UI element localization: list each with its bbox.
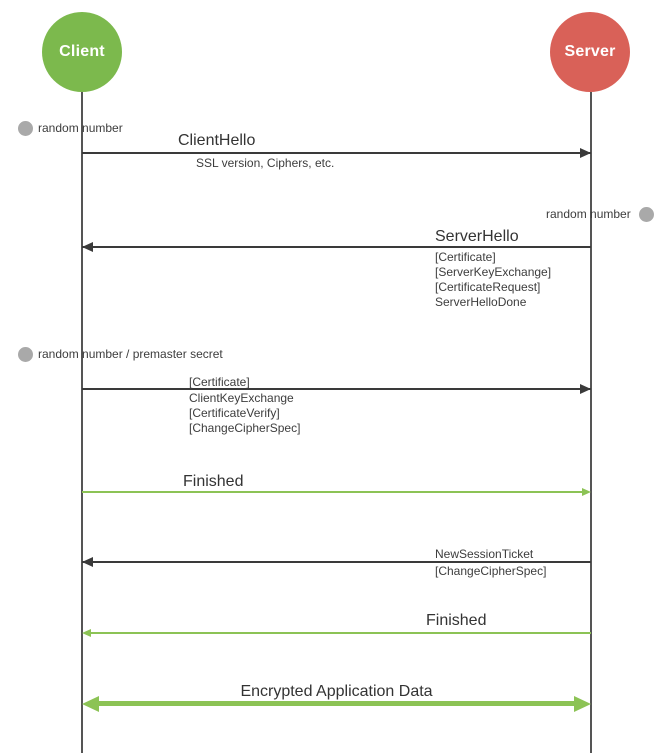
message-label-finished-client: Finished xyxy=(183,473,244,490)
message-line-clienthello xyxy=(82,152,591,154)
arrowhead-left-icon xyxy=(82,696,99,712)
message-line-serverhello xyxy=(82,246,591,248)
random-number-annotation: random number xyxy=(546,207,631,221)
random-number-dot xyxy=(18,347,33,362)
arrowhead-right-icon xyxy=(582,488,591,496)
arrowhead-left-icon xyxy=(82,557,93,567)
message-sublabel-changecipherspec: [ChangeCipherSpec] xyxy=(189,421,301,435)
message-sublabel-changecipherspec: [ChangeCipherSpec] xyxy=(435,564,547,578)
client-actor: Client xyxy=(42,12,122,92)
message-sublabel-clientkeyexchange: ClientKeyExchange xyxy=(189,391,294,405)
server-actor: Server xyxy=(550,12,630,92)
message-label-clienthello: ClientHello xyxy=(178,132,256,149)
message-line-finished-client xyxy=(82,491,585,493)
message-sublabels-serverhello: [Certificate] [ServerKeyExchange] [Certi… xyxy=(435,250,551,310)
random-number-dot xyxy=(639,207,654,222)
message-sublabel-serverkeyexchange: [ServerKeyExchange] xyxy=(435,265,552,279)
message-sublabel-certificateverify: [CertificateVerify] xyxy=(189,406,280,420)
message-line-client-certificate xyxy=(82,388,591,390)
random-number-annotation: random number xyxy=(38,121,123,135)
server-lifeline xyxy=(590,92,592,753)
message-sublabel-certificaterequest: [CertificateRequest] xyxy=(435,280,541,294)
message-label-finished-server: Finished xyxy=(426,612,487,629)
arrowhead-left-icon xyxy=(82,242,93,252)
message-sublabel-certificate: [Certificate] xyxy=(435,250,496,264)
message-line-encrypted-data xyxy=(93,701,580,706)
message-label-encrypted-data: Encrypted Application Data xyxy=(240,683,433,700)
message-label-serverhello: ServerHello xyxy=(435,228,519,245)
message-sublabel-ssl-version: SSL version, Ciphers, etc. xyxy=(196,156,335,170)
message-line-newsessionticket xyxy=(82,561,591,563)
message-sublabel-serverhellodone: ServerHelloDone xyxy=(435,295,527,309)
message-label-newsessionticket: NewSessionTicket xyxy=(435,547,534,561)
message-line-finished-server xyxy=(88,632,591,634)
arrowhead-right-icon xyxy=(580,148,591,158)
arrowhead-left-icon xyxy=(82,629,91,637)
client-actor-label: Client xyxy=(59,43,105,60)
premaster-secret-annotation: random number / premaster secret xyxy=(38,347,223,361)
server-actor-label: Server xyxy=(564,43,616,60)
arrowhead-right-icon xyxy=(580,384,591,394)
random-number-dot xyxy=(18,121,33,136)
message-sublabels-client-certificate: ClientKeyExchange [CertificateVerify] [C… xyxy=(189,391,300,436)
arrowhead-right-icon xyxy=(574,696,591,712)
message-label-client-certificate: [Certificate] xyxy=(189,375,250,389)
client-lifeline xyxy=(81,92,83,753)
